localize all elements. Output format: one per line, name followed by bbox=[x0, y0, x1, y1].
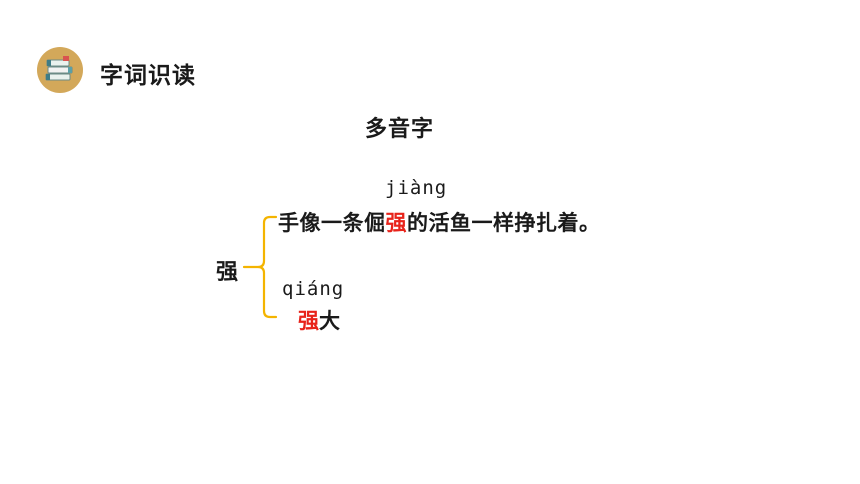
word-text-after: 大 bbox=[319, 309, 340, 333]
books-icon bbox=[37, 47, 83, 93]
sentence-text-before: 手像一条倔 bbox=[278, 211, 386, 235]
pinyin-reading-2: qiáng bbox=[282, 278, 345, 300]
main-character: 强 bbox=[216, 260, 239, 285]
sentence-text-after: 的活鱼一样挣扎着。 bbox=[407, 211, 601, 235]
highlighted-char: 强 bbox=[298, 309, 319, 333]
example-word-2: 强大 bbox=[298, 305, 340, 335]
pinyin-reading-1: jiàng bbox=[385, 177, 448, 199]
brace-connector bbox=[242, 215, 278, 319]
section-title: 字词识读 bbox=[100, 63, 196, 89]
highlighted-char: 强 bbox=[385, 211, 407, 235]
example-sentence-1: 手像一条倔强的活鱼一样挣扎着。 bbox=[278, 207, 601, 237]
topic-title: 多音字 bbox=[365, 117, 435, 142]
